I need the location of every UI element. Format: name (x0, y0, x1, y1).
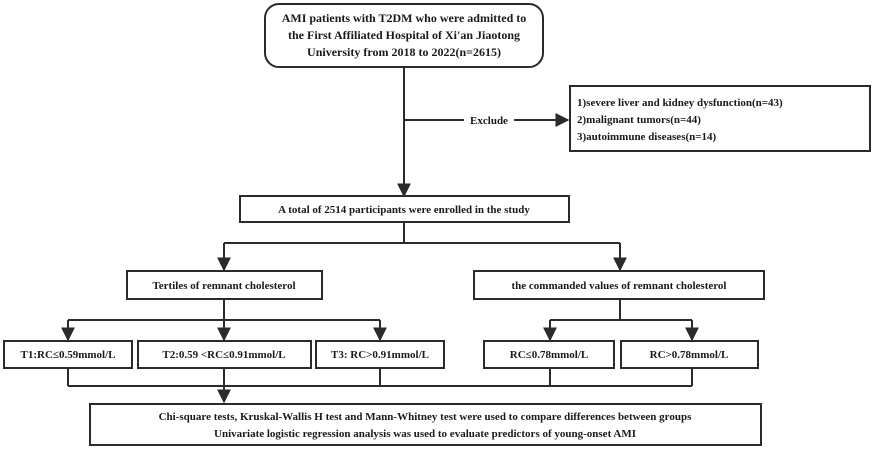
source-line-2: the First Affiliated Hospital of Xi'an J… (288, 28, 520, 42)
source-line-3: University from 2018 to 2022(n=2615) (307, 45, 501, 59)
exclusion-item-3: 3)autoimmune diseases(n=14) (577, 131, 717, 143)
commanded-label: the commanded values of remnant choleste… (512, 280, 727, 292)
tertiles-box: Tertiles of remnant cholesterol (126, 270, 323, 300)
enrolled-label: A total of 2514 participants were enroll… (278, 204, 530, 216)
analysis-line-1: Chi-square tests, Kruskal-Wallis H test … (159, 411, 692, 423)
rc-low-label: RC≤0.78mmol/L (510, 349, 588, 361)
t2-label: T2:0.59 <RC≤0.91mmol/L (162, 349, 285, 361)
rc-low-box: RC≤0.78mmol/L (483, 340, 615, 369)
exclusion-item-2: 2)malignant tumors(n=44) (577, 114, 701, 126)
t1-label: T1:RC≤0.59mmol/L (21, 349, 116, 361)
t3-label: T3: RC>0.91mmol/L (331, 349, 429, 361)
exclusion-item-1: 1)severe liver and kidney dysfunction(n=… (577, 97, 783, 109)
t2-box: T2:0.59 <RC≤0.91mmol/L (137, 340, 312, 369)
rc-high-label: RC>0.78mmol/L (650, 349, 729, 361)
analysis-box: Chi-square tests, Kruskal-Wallis H test … (89, 403, 762, 446)
t3-box: T3: RC>0.91mmol/L (315, 340, 445, 369)
source-box: AMI patients with T2DM who were admitted… (264, 3, 544, 68)
rc-high-box: RC>0.78mmol/L (620, 340, 759, 369)
source-line-1: AMI patients with T2DM who were admitted… (282, 11, 527, 25)
analysis-line-2: Univariate logistic regression analysis … (214, 428, 636, 440)
tertiles-label: Tertiles of remnant cholesterol (152, 280, 295, 292)
enrolled-box: A total of 2514 participants were enroll… (239, 195, 570, 223)
exclusion-box: 1)severe liver and kidney dysfunction(n=… (569, 85, 871, 152)
commanded-box: the commanded values of remnant choleste… (473, 270, 765, 300)
t1-box: T1:RC≤0.59mmol/L (3, 340, 133, 369)
exclude-label: Exclude (470, 115, 508, 127)
